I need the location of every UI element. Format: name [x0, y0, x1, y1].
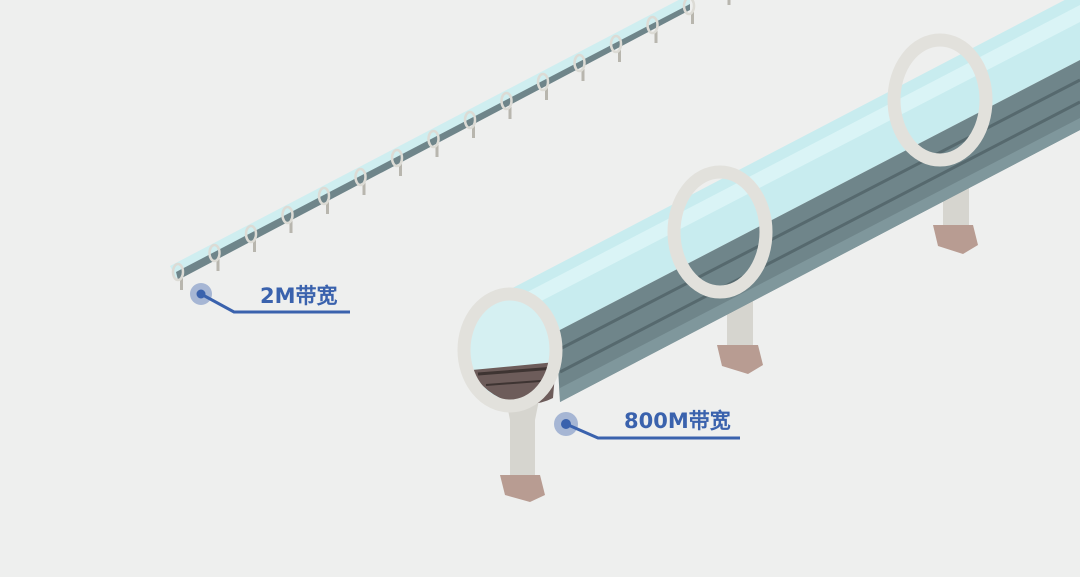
- large-pipe: [457, 0, 1080, 413]
- small-support-pillar: [399, 164, 402, 176]
- small-pipe-ring: [354, 167, 367, 187]
- small-support-pillar: [253, 240, 256, 252]
- small-pipe-ring: [463, 110, 477, 130]
- small-support-pillar: [435, 145, 439, 157]
- small-pipe-ring: [171, 262, 185, 282]
- small-pipe-ring: [573, 53, 586, 73]
- small-pipe-ring: [244, 224, 258, 244]
- pipe-ring: [887, 33, 993, 167]
- large-pipe-body: [556, 60, 1080, 402]
- small-support-pillar: [180, 278, 183, 290]
- support-pillar: [500, 395, 545, 502]
- small-support-pillar: [691, 12, 694, 24]
- large-pipe-label: 800M带宽: [624, 409, 731, 433]
- small-pipe-ring: [682, 0, 696, 16]
- small-pipe-ring: [281, 205, 294, 225]
- small-support-pillar: [216, 259, 220, 271]
- small-pipe-ring: [609, 34, 623, 54]
- small-support-pillar: [472, 126, 475, 138]
- small-support-pillar: [727, 0, 731, 5]
- small-pipe-ring: [536, 72, 550, 92]
- small-pipe-ring: [317, 186, 331, 206]
- small-pipe-ring: [208, 243, 221, 263]
- small-support-pillar: [289, 221, 293, 233]
- small-pipe-ring: [427, 129, 440, 149]
- small-support-pillar: [618, 50, 621, 62]
- small-support-pillar: [508, 107, 512, 119]
- small-pipe-label: 2M带宽: [260, 284, 338, 308]
- small-pipe-ring: [646, 15, 659, 35]
- callout-large: [554, 412, 740, 440]
- callout-small: [190, 283, 350, 314]
- pipe-ring: [667, 165, 773, 299]
- small-support-pillar: [581, 69, 585, 81]
- small-support-pillar: [545, 88, 548, 100]
- small-pipe: [170, 0, 731, 290]
- small-pipe-ring: [390, 148, 404, 168]
- small-pipe-body: [176, 4, 690, 280]
- small-support-pillar: [654, 31, 658, 43]
- small-pipe-ring: [500, 91, 513, 111]
- small-support-pillar: [362, 183, 366, 195]
- pipe-ring-front: [457, 287, 563, 413]
- small-support-pillar: [326, 202, 329, 214]
